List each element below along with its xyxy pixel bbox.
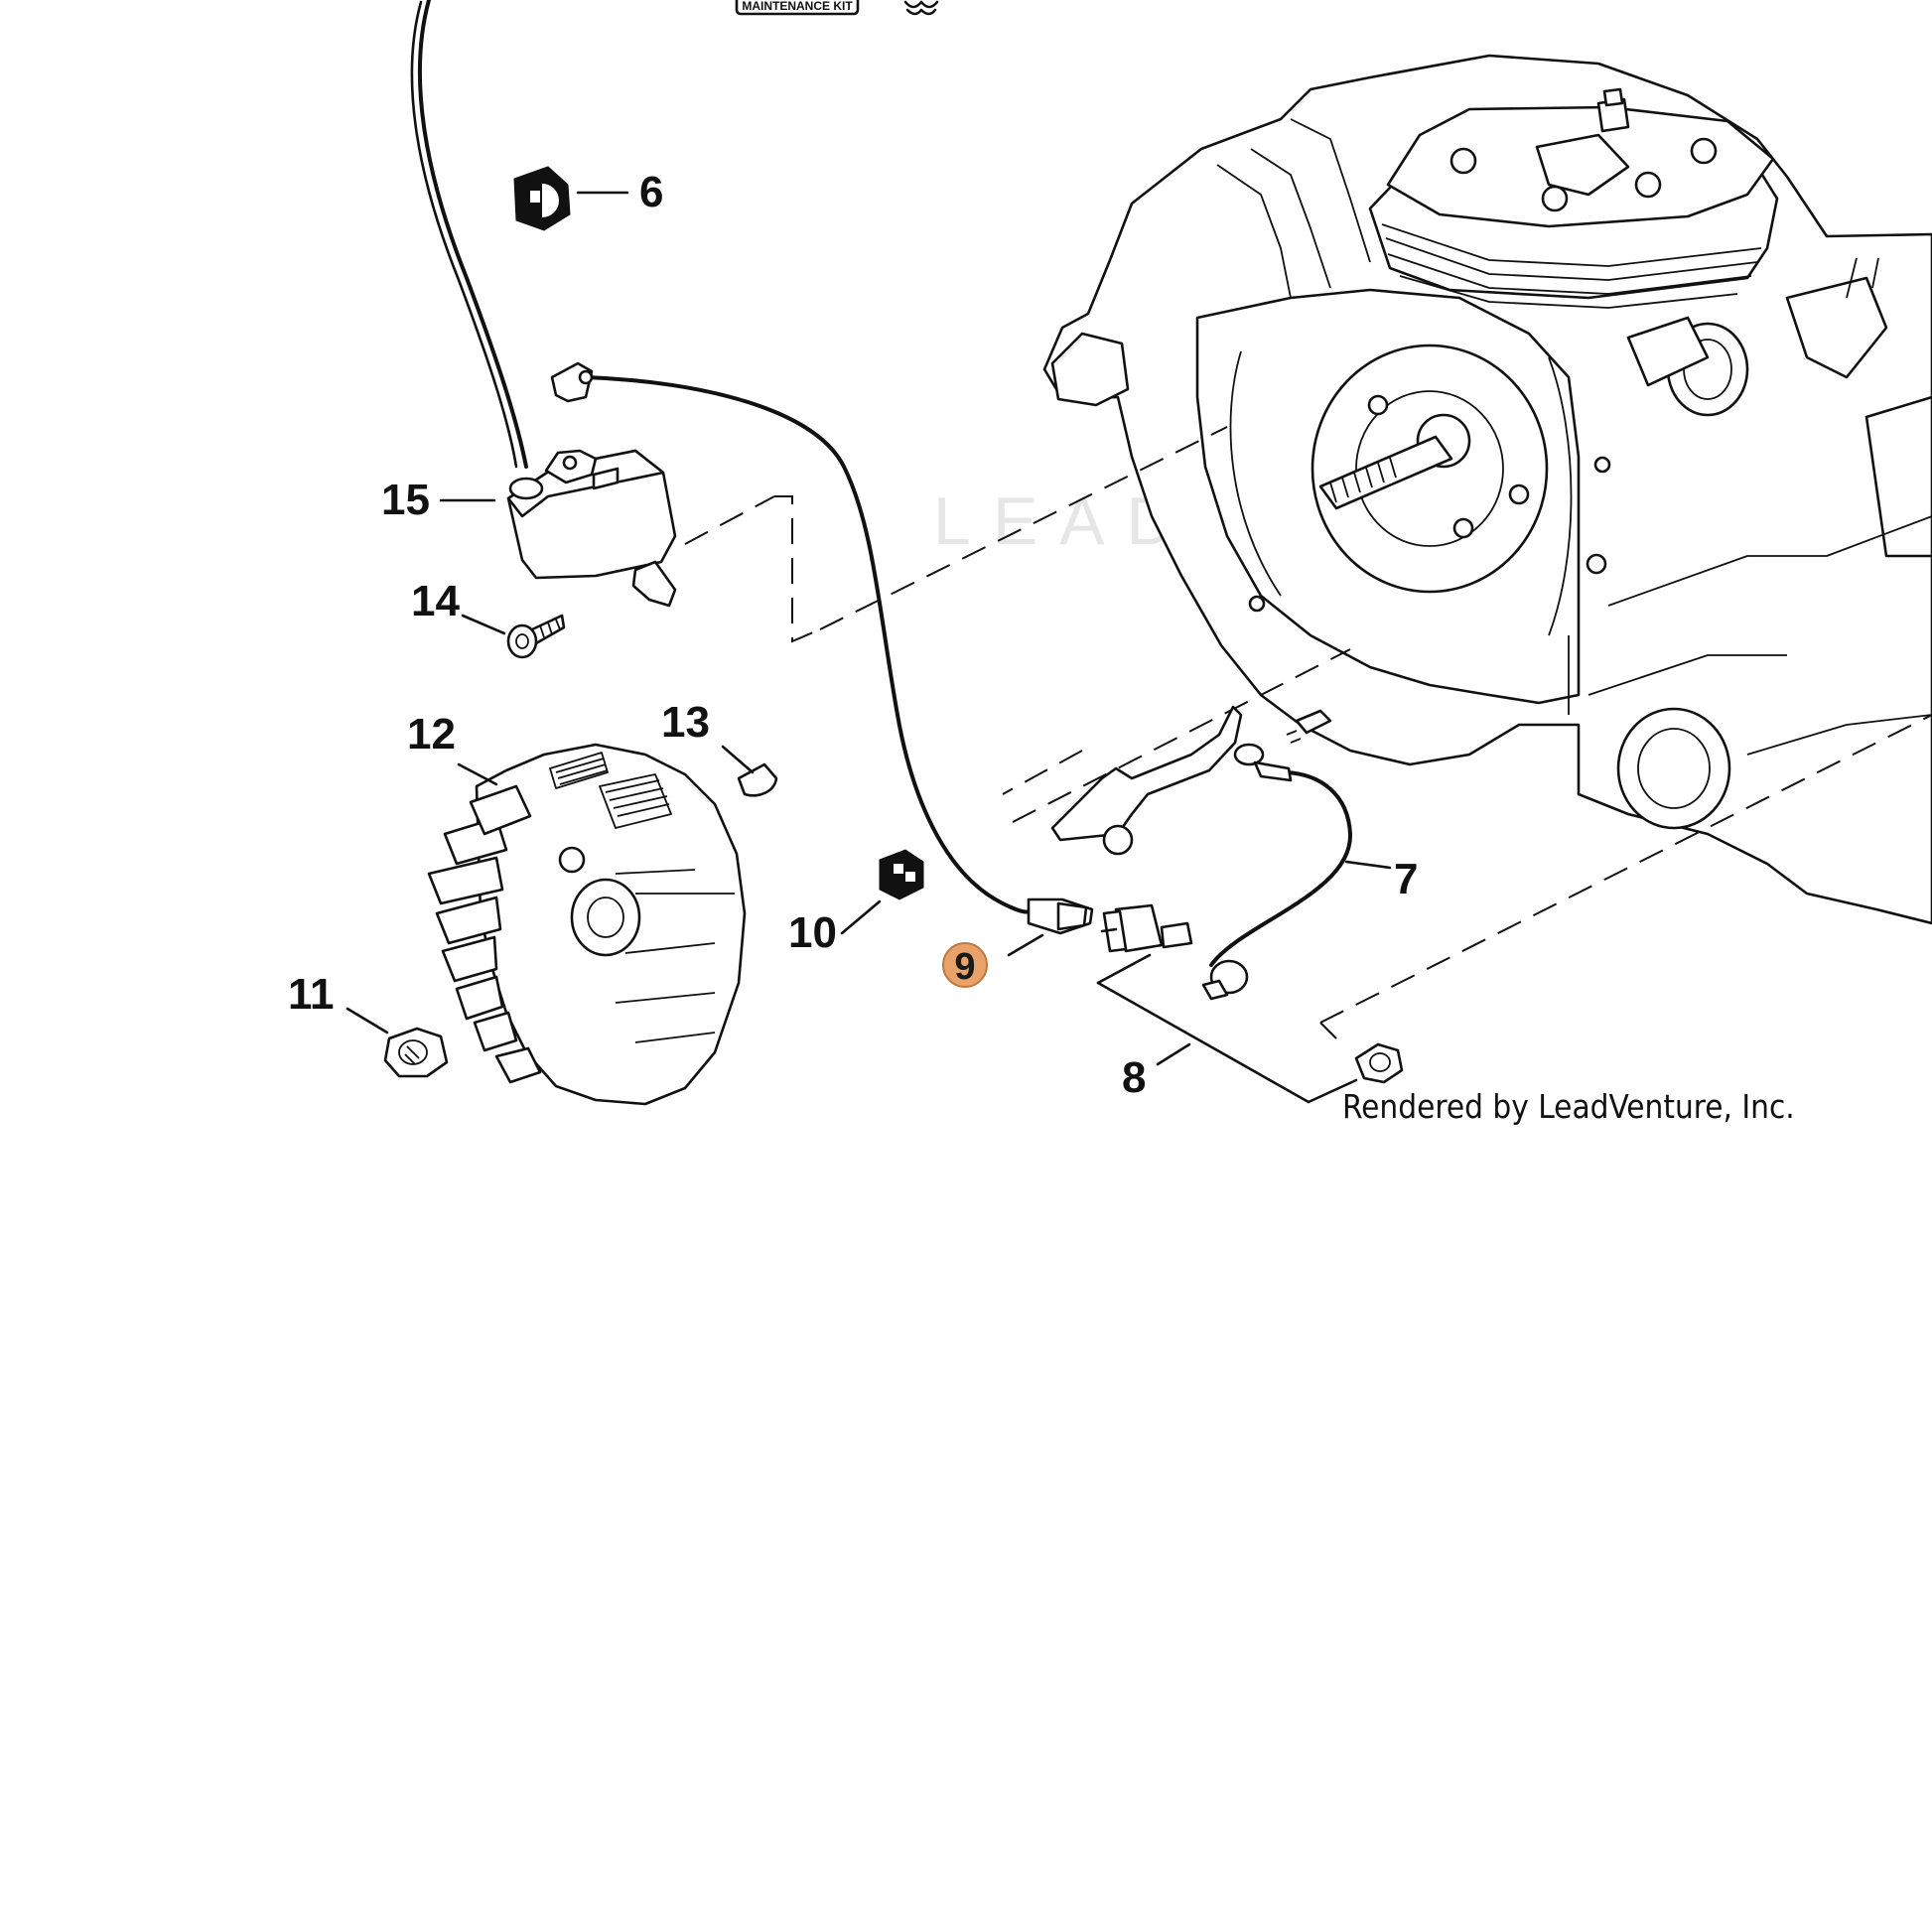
spark-plug-lead-wire xyxy=(417,0,528,469)
mounting-bracket xyxy=(1050,705,1332,856)
crankcase-nut xyxy=(1354,1042,1404,1084)
maintenance-kit-label: MAINTENANCE KIT xyxy=(742,0,853,13)
part-7-ground-wire[interactable] xyxy=(1201,743,1353,1001)
callout-14[interactable]: 14 xyxy=(411,577,460,625)
part-6-grommet[interactable] xyxy=(513,166,571,231)
part-11-nut[interactable] xyxy=(383,1027,449,1078)
callout-6[interactable]: 6 xyxy=(639,168,663,216)
leader-lines xyxy=(345,191,1392,1104)
callout-8[interactable]: 8 xyxy=(1122,1053,1146,1102)
part-13-key[interactable] xyxy=(737,762,778,797)
part-15-ignition-coil[interactable] xyxy=(506,449,677,608)
callout-7[interactable]: 7 xyxy=(1394,855,1418,903)
alignment-lines xyxy=(684,426,1932,1039)
callout-9[interactable]: 9 xyxy=(954,946,975,988)
part-10-grommet[interactable] xyxy=(879,849,924,900)
part-9-kill-switch-wire[interactable] xyxy=(550,361,1094,935)
spring-part xyxy=(903,0,939,16)
maintenance-kit-badge: MAINTENANCE KIT xyxy=(735,0,860,16)
part-12-flywheel[interactable] xyxy=(427,743,747,1106)
part-14-screw[interactable] xyxy=(506,614,566,659)
callout-12[interactable]: 12 xyxy=(407,710,456,759)
callout-11[interactable]: 11 xyxy=(288,970,335,1019)
callout-15[interactable]: 15 xyxy=(381,476,430,524)
credit-text: Rendered by LeadVenture, Inc. xyxy=(1342,1087,1795,1126)
callout-9-highlight[interactable]: 9 xyxy=(942,942,988,988)
part-8-switch-assembly[interactable] xyxy=(1100,903,1193,953)
callout-labels: 6 7 8 9 10 11 12 13 14 15 xyxy=(288,168,1418,1102)
engine-crankcase-illustration xyxy=(1042,54,1932,925)
callout-13[interactable]: 13 xyxy=(661,698,710,747)
callout-10[interactable]: 10 xyxy=(788,908,837,957)
